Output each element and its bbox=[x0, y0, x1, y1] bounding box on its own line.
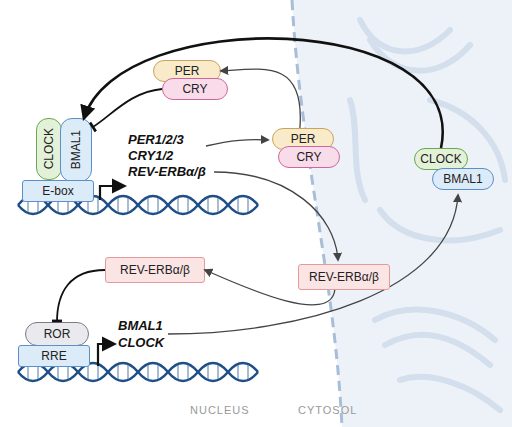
node-text: PER bbox=[175, 64, 200, 78]
protein-box: REV-ERBα/β bbox=[298, 264, 390, 290]
translation-arrow bbox=[168, 195, 458, 334]
node-text: BMAL1 bbox=[443, 172, 482, 186]
inhibition-line bbox=[92, 89, 162, 128]
translation-arrow bbox=[206, 140, 268, 146]
node-text: CRY bbox=[182, 82, 207, 96]
cytosol-region bbox=[292, 0, 512, 427]
protein-pill: BMAL1 bbox=[60, 118, 92, 182]
protein-box: REV-ERBα/β bbox=[105, 257, 205, 283]
node-text: REV-ERBα/β bbox=[120, 263, 190, 277]
node-text: RRE bbox=[41, 349, 66, 363]
transcription-arrow bbox=[98, 344, 114, 366]
node-text: CRY bbox=[296, 150, 321, 164]
protein-pill: CRY bbox=[162, 78, 228, 100]
gene-name: REV-ERBα/β bbox=[128, 164, 206, 179]
flow-arrow bbox=[84, 38, 443, 148]
region-label: CYTOSOL bbox=[298, 404, 357, 416]
protein-pill: CLOCK bbox=[36, 118, 62, 180]
node-text: REV-ERBα/β bbox=[309, 270, 379, 284]
organelle-texture bbox=[350, 20, 505, 410]
flow-arrow bbox=[221, 69, 300, 128]
protein-pill: CRY bbox=[278, 146, 340, 168]
gene-name: BMAL1 bbox=[118, 318, 163, 333]
gene-name: PER1/2/3 bbox=[128, 132, 184, 147]
nuclear-envelope bbox=[292, 0, 342, 427]
region-label: NUCLEUS bbox=[190, 404, 250, 416]
translation-arrow bbox=[214, 172, 338, 260]
node-text: ROR bbox=[44, 327, 71, 341]
protein-pill: BMAL1 bbox=[432, 168, 494, 190]
node-text: BMAL1 bbox=[69, 130, 83, 169]
node-text: CLOCK bbox=[42, 128, 56, 169]
gene-name: CRY1/2 bbox=[128, 148, 173, 163]
protein-pill: ROR bbox=[25, 322, 89, 346]
protein-pill: CLOCK bbox=[414, 148, 468, 170]
node-text: CLOCK bbox=[420, 152, 461, 166]
gene-name: CLOCK bbox=[118, 335, 164, 350]
element-box: E-box bbox=[22, 180, 94, 202]
node-text: E-box bbox=[42, 184, 73, 198]
node-text: PER bbox=[291, 132, 316, 146]
inhibition-line bbox=[57, 270, 105, 322]
element-box: RRE bbox=[18, 345, 90, 367]
transcription-arrow bbox=[100, 186, 124, 200]
